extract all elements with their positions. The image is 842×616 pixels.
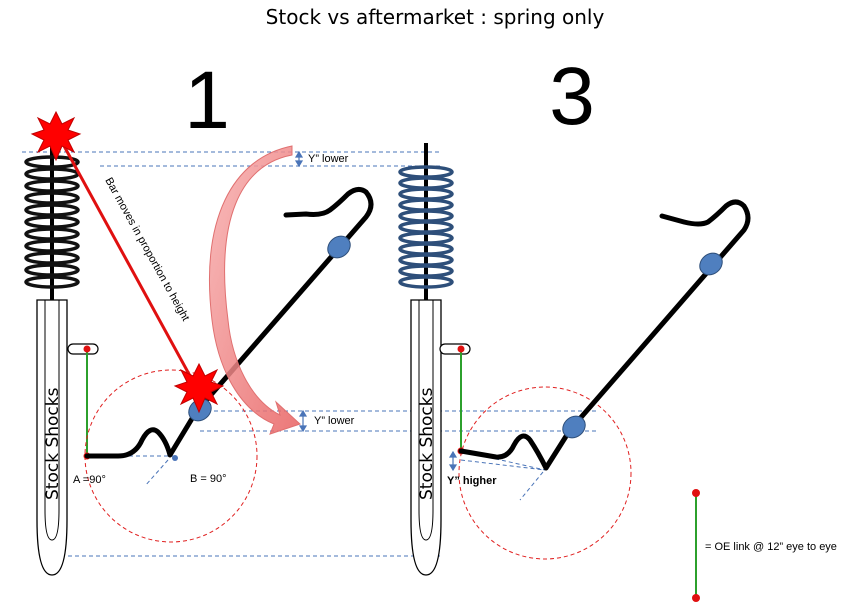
y-higher-label: Y” higher [447, 475, 497, 487]
panel-1-angle-line [144, 459, 169, 487]
panel-3-shock: Stock Shocks [410, 143, 442, 576]
y-higher-indicator [448, 450, 458, 472]
pink-arrow [209, 145, 301, 435]
panel-3-link [439, 343, 471, 455]
panel-1-number: 1 [184, 55, 230, 146]
angle-a-label: A =90° [73, 474, 106, 486]
panel-3-bushing-top [699, 252, 723, 276]
shock-inner [44, 300, 60, 541]
panel-1-shock: Stock Shocks [36, 140, 68, 576]
panel-1-link [67, 343, 99, 460]
panel-3-number: 3 [549, 51, 595, 142]
pivot-b-dot [172, 455, 178, 461]
legend: = OE link @ 12” eye to eye [692, 489, 837, 602]
angle-b-label: B = 90° [190, 473, 227, 485]
link-mount [67, 343, 99, 355]
panel-1-spring [24, 155, 80, 289]
bar-moves-label: Bar moves in proportion to height [102, 176, 191, 324]
panel-1-bushing-top [327, 235, 351, 259]
panel-3-bushing-bottom [562, 415, 586, 439]
legend-text: = OE link @ 12” eye to eye [705, 541, 837, 553]
panel-3-arc-circle [458, 386, 632, 560]
panel-3-angle-line [519, 471, 544, 501]
y-lower-mid-indicator [298, 409, 308, 433]
shock-inner-3 [418, 300, 434, 541]
bar-moves-line [56, 134, 197, 386]
diagram-title: Stock vs aftermarket : spring only [266, 5, 605, 29]
burst-bottom [173, 362, 225, 414]
panel-3-ref-line-2 [460, 459, 546, 471]
panel-1-sway-bar [84, 186, 374, 459]
link-top-dot [83, 345, 91, 353]
link-mount-3 [439, 343, 471, 355]
y-lower-mid-label: Y” lower [314, 415, 355, 427]
link-top-dot-3 [457, 345, 465, 353]
y-lower-top-label: Y” lower [308, 153, 349, 165]
burst-top [30, 110, 82, 162]
panel-3-spring [398, 165, 454, 289]
stock-shocks-label-3: Stock Shocks [417, 387, 437, 500]
y-lower-top-indicator [294, 150, 304, 168]
legend-dot-top [692, 489, 700, 497]
stock-shocks-label: Stock Shocks [43, 387, 63, 500]
legend-dot-bottom [692, 594, 700, 602]
panel-3-sway-bar [458, 199, 751, 471]
